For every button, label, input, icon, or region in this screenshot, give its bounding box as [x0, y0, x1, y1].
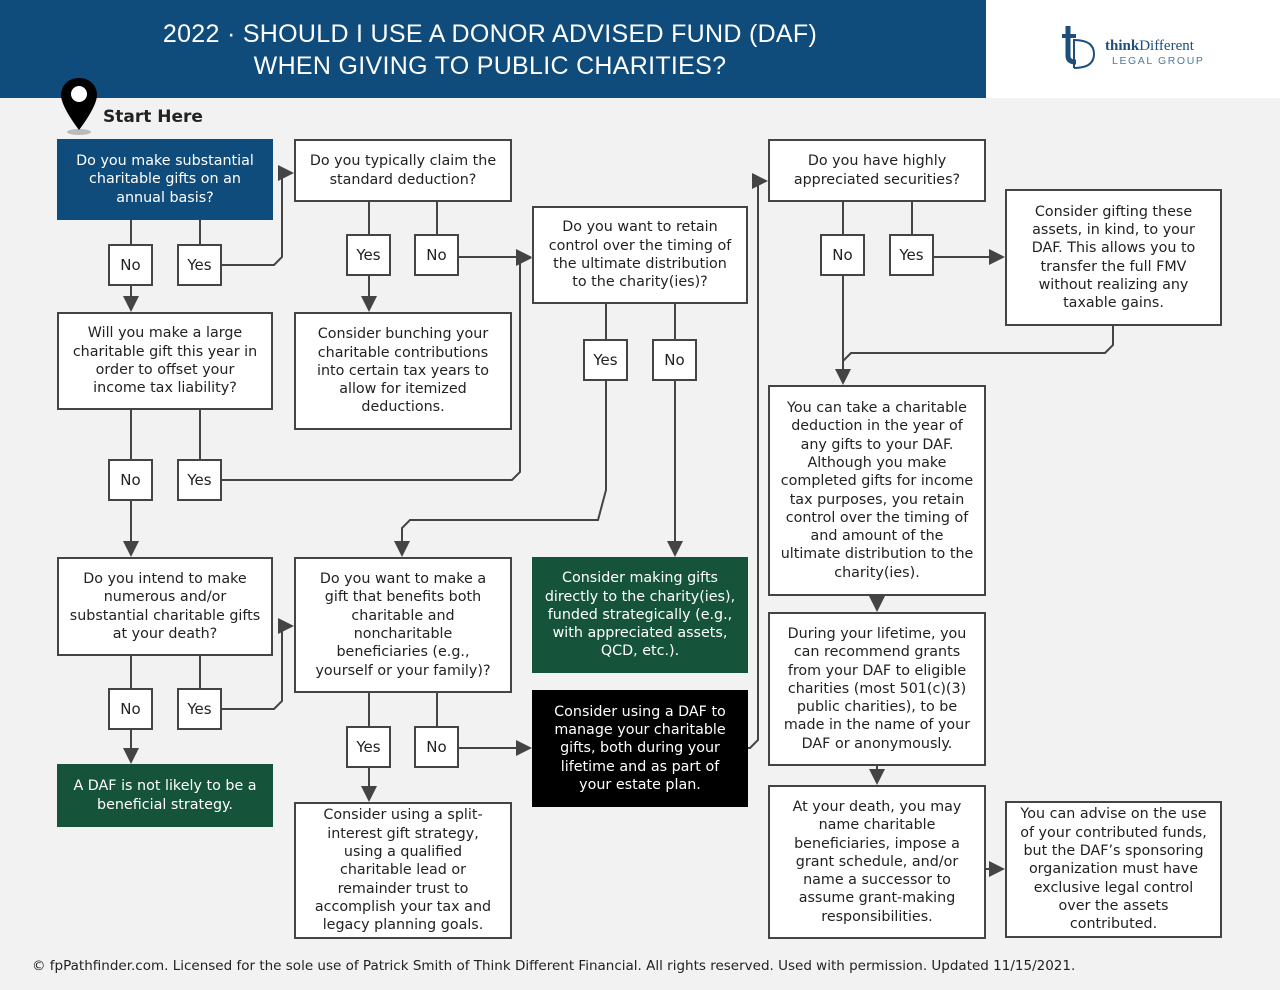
question-gifts-at-death: Do you intend to make numerous and/or su…: [57, 557, 273, 656]
no-label: No: [108, 688, 153, 730]
yes-label: Yes: [583, 339, 628, 381]
no-label: No: [108, 459, 153, 501]
result-split-interest: Consider using a split-interest gift str…: [294, 802, 512, 939]
header-banner: 2022 · SHOULD I USE A DONOR ADVISED FUND…: [0, 0, 986, 98]
no-label: No: [820, 234, 865, 276]
question-large-gift: Will you make a large charitable gift th…: [57, 312, 273, 410]
yes-label: Yes: [889, 234, 934, 276]
logo-wordmark: thinkDifferent: [1105, 38, 1194, 55]
title-line-1: 2022 · SHOULD I USE A DONOR ADVISED FUND…: [162, 20, 818, 48]
info-at-death: At your death, you may name charitable b…: [768, 785, 986, 939]
logo-area: [986, 0, 1280, 98]
yes-label: Yes: [177, 244, 222, 286]
logo-think: think: [1105, 38, 1140, 54]
footer-copyright: © fpPathfinder.com. Licensed for the sol…: [32, 958, 1076, 974]
yes-label: Yes: [177, 688, 222, 730]
title-line-2: WHEN GIVING TO PUBLIC CHARITIES?: [253, 52, 727, 80]
no-label: No: [108, 244, 153, 286]
yes-label: Yes: [177, 459, 222, 501]
question-standard-deduction: Do you typically claim the standard dedu…: [294, 139, 512, 202]
no-label: No: [414, 234, 459, 276]
info-lifetime-grants: During your lifetime, you can recommend …: [768, 612, 986, 766]
result-use-daf: Consider using a DAF to manage your char…: [532, 690, 748, 807]
result-bunching: Consider bunching your charitable contri…: [294, 312, 512, 430]
yes-label: Yes: [346, 234, 391, 276]
logo-different: Different: [1139, 38, 1194, 54]
question-appreciated-securities: Do you have highly appreciated securitie…: [768, 139, 986, 202]
start-here-label: Start Here: [103, 107, 203, 127]
question-split-benefit: Do you want to make a gift that benefits…: [294, 557, 512, 693]
yes-label: Yes: [346, 726, 391, 768]
info-advise-funds: You can advise on the use of your contri…: [1005, 801, 1222, 938]
result-gift-in-kind: Consider gifting these assets, in kind, …: [1005, 189, 1222, 326]
info-deduction: You can take a charitable deduction in t…: [768, 385, 986, 596]
no-label: No: [414, 726, 459, 768]
result-not-beneficial: A DAF is not likely to be a beneficial s…: [57, 764, 273, 827]
question-substantial-gifts: Do you make substantial charitable gifts…: [57, 139, 273, 220]
no-label: No: [652, 339, 697, 381]
logo-mark-icon: [1062, 26, 1096, 69]
question-retain-control: Do you want to retain control over the t…: [532, 206, 748, 304]
logo-subtitle: LEGAL GROUP: [1112, 55, 1205, 67]
map-pin-icon: [61, 78, 97, 135]
result-direct-gifts: Consider making gifts directly to the ch…: [532, 557, 748, 673]
page-title: 2022 · SHOULD I USE A DONOR ADVISED FUND…: [0, 18, 980, 82]
